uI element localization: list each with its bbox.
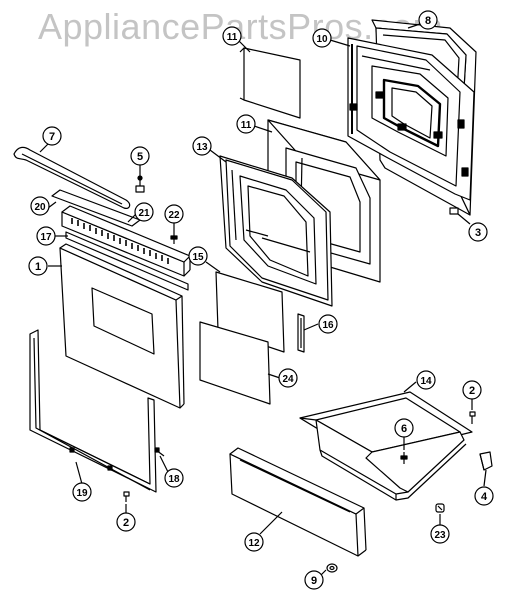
callout-12-label: 12 xyxy=(248,538,260,549)
callout-5: 5 xyxy=(130,146,150,166)
callout-13-label: 13 xyxy=(196,142,208,153)
drawer-front-part xyxy=(229,447,367,557)
glass-top-small-part xyxy=(239,47,301,119)
drawer-pan-part xyxy=(299,391,473,501)
slide-rail-part xyxy=(479,451,493,471)
callout-18-label: 18 xyxy=(168,474,180,485)
callout-22-label: 22 xyxy=(168,210,180,221)
callout-11-label: 11 xyxy=(241,120,252,131)
callout-21-label: 21 xyxy=(138,208,150,219)
callout-6: 6 xyxy=(394,418,414,438)
bumper-part xyxy=(449,207,459,215)
callout-11-top: 11 xyxy=(222,26,242,46)
callout-11-top-label: 11 xyxy=(227,32,238,43)
screw-5-part xyxy=(135,175,145,193)
clip-part xyxy=(297,313,305,353)
callout-24-label: 24 xyxy=(282,374,294,385)
callout-21: 21 xyxy=(134,202,154,222)
door-frame-part xyxy=(219,155,333,307)
callout-2-left-label: 2 xyxy=(123,517,129,529)
callout-2-right: 2 xyxy=(462,380,482,400)
callout-12: 12 xyxy=(244,532,264,552)
callout-9: 9 xyxy=(304,570,324,590)
callout-7: 7 xyxy=(42,126,62,146)
callout-6-label: 6 xyxy=(401,423,407,435)
foot-part xyxy=(326,563,338,573)
door-outer-panel-part xyxy=(59,243,185,409)
door-liner-part xyxy=(29,329,157,493)
callout-22: 22 xyxy=(164,204,184,224)
callout-23-label: 23 xyxy=(434,530,446,541)
screw-2-right-part xyxy=(469,411,476,424)
callout-7-label: 7 xyxy=(49,131,55,143)
callouts: 1 2 2 3 4 5 6 xyxy=(28,10,494,590)
callout-19-label: 19 xyxy=(76,488,88,499)
callout-17-label: 17 xyxy=(40,232,52,243)
callout-2-left: 2 xyxy=(116,512,136,532)
callout-13: 13 xyxy=(192,136,212,156)
callout-19: 19 xyxy=(72,482,92,502)
screw-22-part xyxy=(170,232,178,244)
callout-2-right-label: 2 xyxy=(469,385,475,397)
callout-23: 23 xyxy=(430,524,450,544)
callout-10: 10 xyxy=(312,28,332,48)
callout-4-label: 4 xyxy=(481,491,488,503)
callout-5-label: 5 xyxy=(137,151,143,163)
callout-14: 14 xyxy=(416,370,436,390)
callout-9-label: 9 xyxy=(311,575,317,587)
callout-24: 24 xyxy=(278,368,298,388)
callout-18: 18 xyxy=(164,468,184,488)
drawer-screw-part xyxy=(400,452,408,464)
lower-glass-part xyxy=(199,321,271,405)
handle-part xyxy=(13,146,131,209)
callout-20-label: 20 xyxy=(34,202,46,213)
callout-16-label: 16 xyxy=(322,320,334,331)
callout-17: 17 xyxy=(36,226,56,246)
callout-15: 15 xyxy=(188,246,208,266)
callout-15-label: 15 xyxy=(192,252,204,263)
callout-16: 16 xyxy=(318,314,338,334)
roller-part xyxy=(435,503,445,513)
vent-baffle-part xyxy=(61,205,191,277)
callout-4: 4 xyxy=(474,486,494,506)
callout-3: 3 xyxy=(468,222,488,242)
leader-lines xyxy=(39,23,487,577)
hinge-screw-part xyxy=(154,447,165,457)
callout-11: 11 xyxy=(236,114,256,134)
callout-14-label: 14 xyxy=(420,376,432,387)
callout-20: 20 xyxy=(30,196,50,216)
callout-3-label: 3 xyxy=(475,227,481,239)
inner-door-part xyxy=(347,37,475,201)
callout-10-label: 10 xyxy=(316,34,328,45)
callout-1-label: 1 xyxy=(35,261,41,273)
screw-2-left-part xyxy=(123,491,130,502)
callout-8-label: 8 xyxy=(425,15,431,27)
callout-1: 1 xyxy=(28,256,48,276)
callout-8: 8 xyxy=(418,10,438,30)
